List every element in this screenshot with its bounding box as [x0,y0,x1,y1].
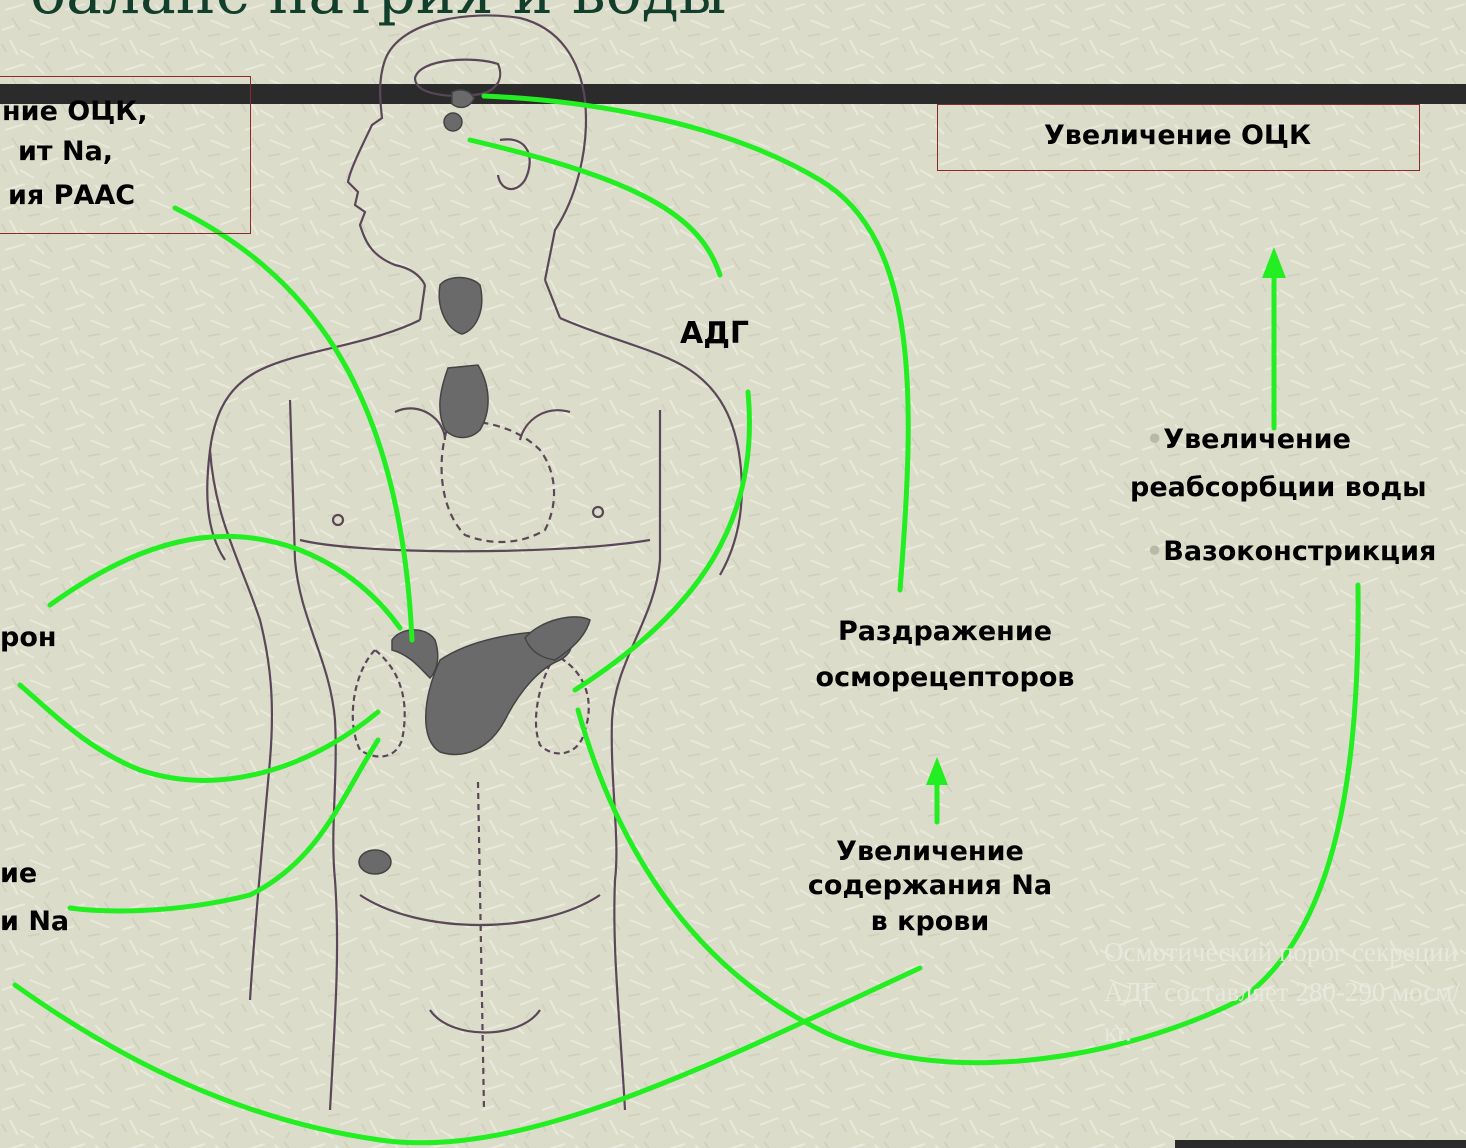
aldosterone-label: рон [0,622,57,654]
osmoreceptor-line-2: осморецепторов [790,662,1100,694]
left-bottom-line-2: и Na [0,906,69,938]
right-box-text: Увеличение ОЦК [937,120,1418,152]
sodium-line-2: содержания Na [780,870,1080,902]
left-box-line-1: ние ОЦК, [2,96,148,128]
osmotic-threshold-note: Осмотический порог секреции АДГ составля… [1104,932,1466,1052]
left-box-line-3: ия РААС [8,180,135,212]
bottom-bar [1175,1140,1466,1148]
bullet: • [1146,424,1163,455]
adh-label: АДГ [680,318,749,350]
effect-1-text-1: Увеличение [1163,424,1351,455]
left-bottom-line-1: ие [0,858,37,890]
hypothalamus [444,113,462,131]
effect-2-line: •Вазоконстрикция [1146,536,1436,568]
sodium-line-3: в крови [780,906,1080,938]
effect-2-text: Вазоконстрикция [1163,536,1436,567]
bullet: • [1146,536,1163,567]
effect-1-line-2: реабсорбции воды [1130,472,1427,504]
slide-title: баланс натрия и воды [30,0,726,28]
thymus [440,365,488,438]
osmoreceptor-line-1: Раздражение [790,616,1100,648]
left-box-line-2: ит Na, [18,136,113,168]
sodium-line-1: Увеличение [780,836,1080,868]
effect-1-line-1: •Увеличение [1146,424,1351,456]
spleen [359,850,391,874]
